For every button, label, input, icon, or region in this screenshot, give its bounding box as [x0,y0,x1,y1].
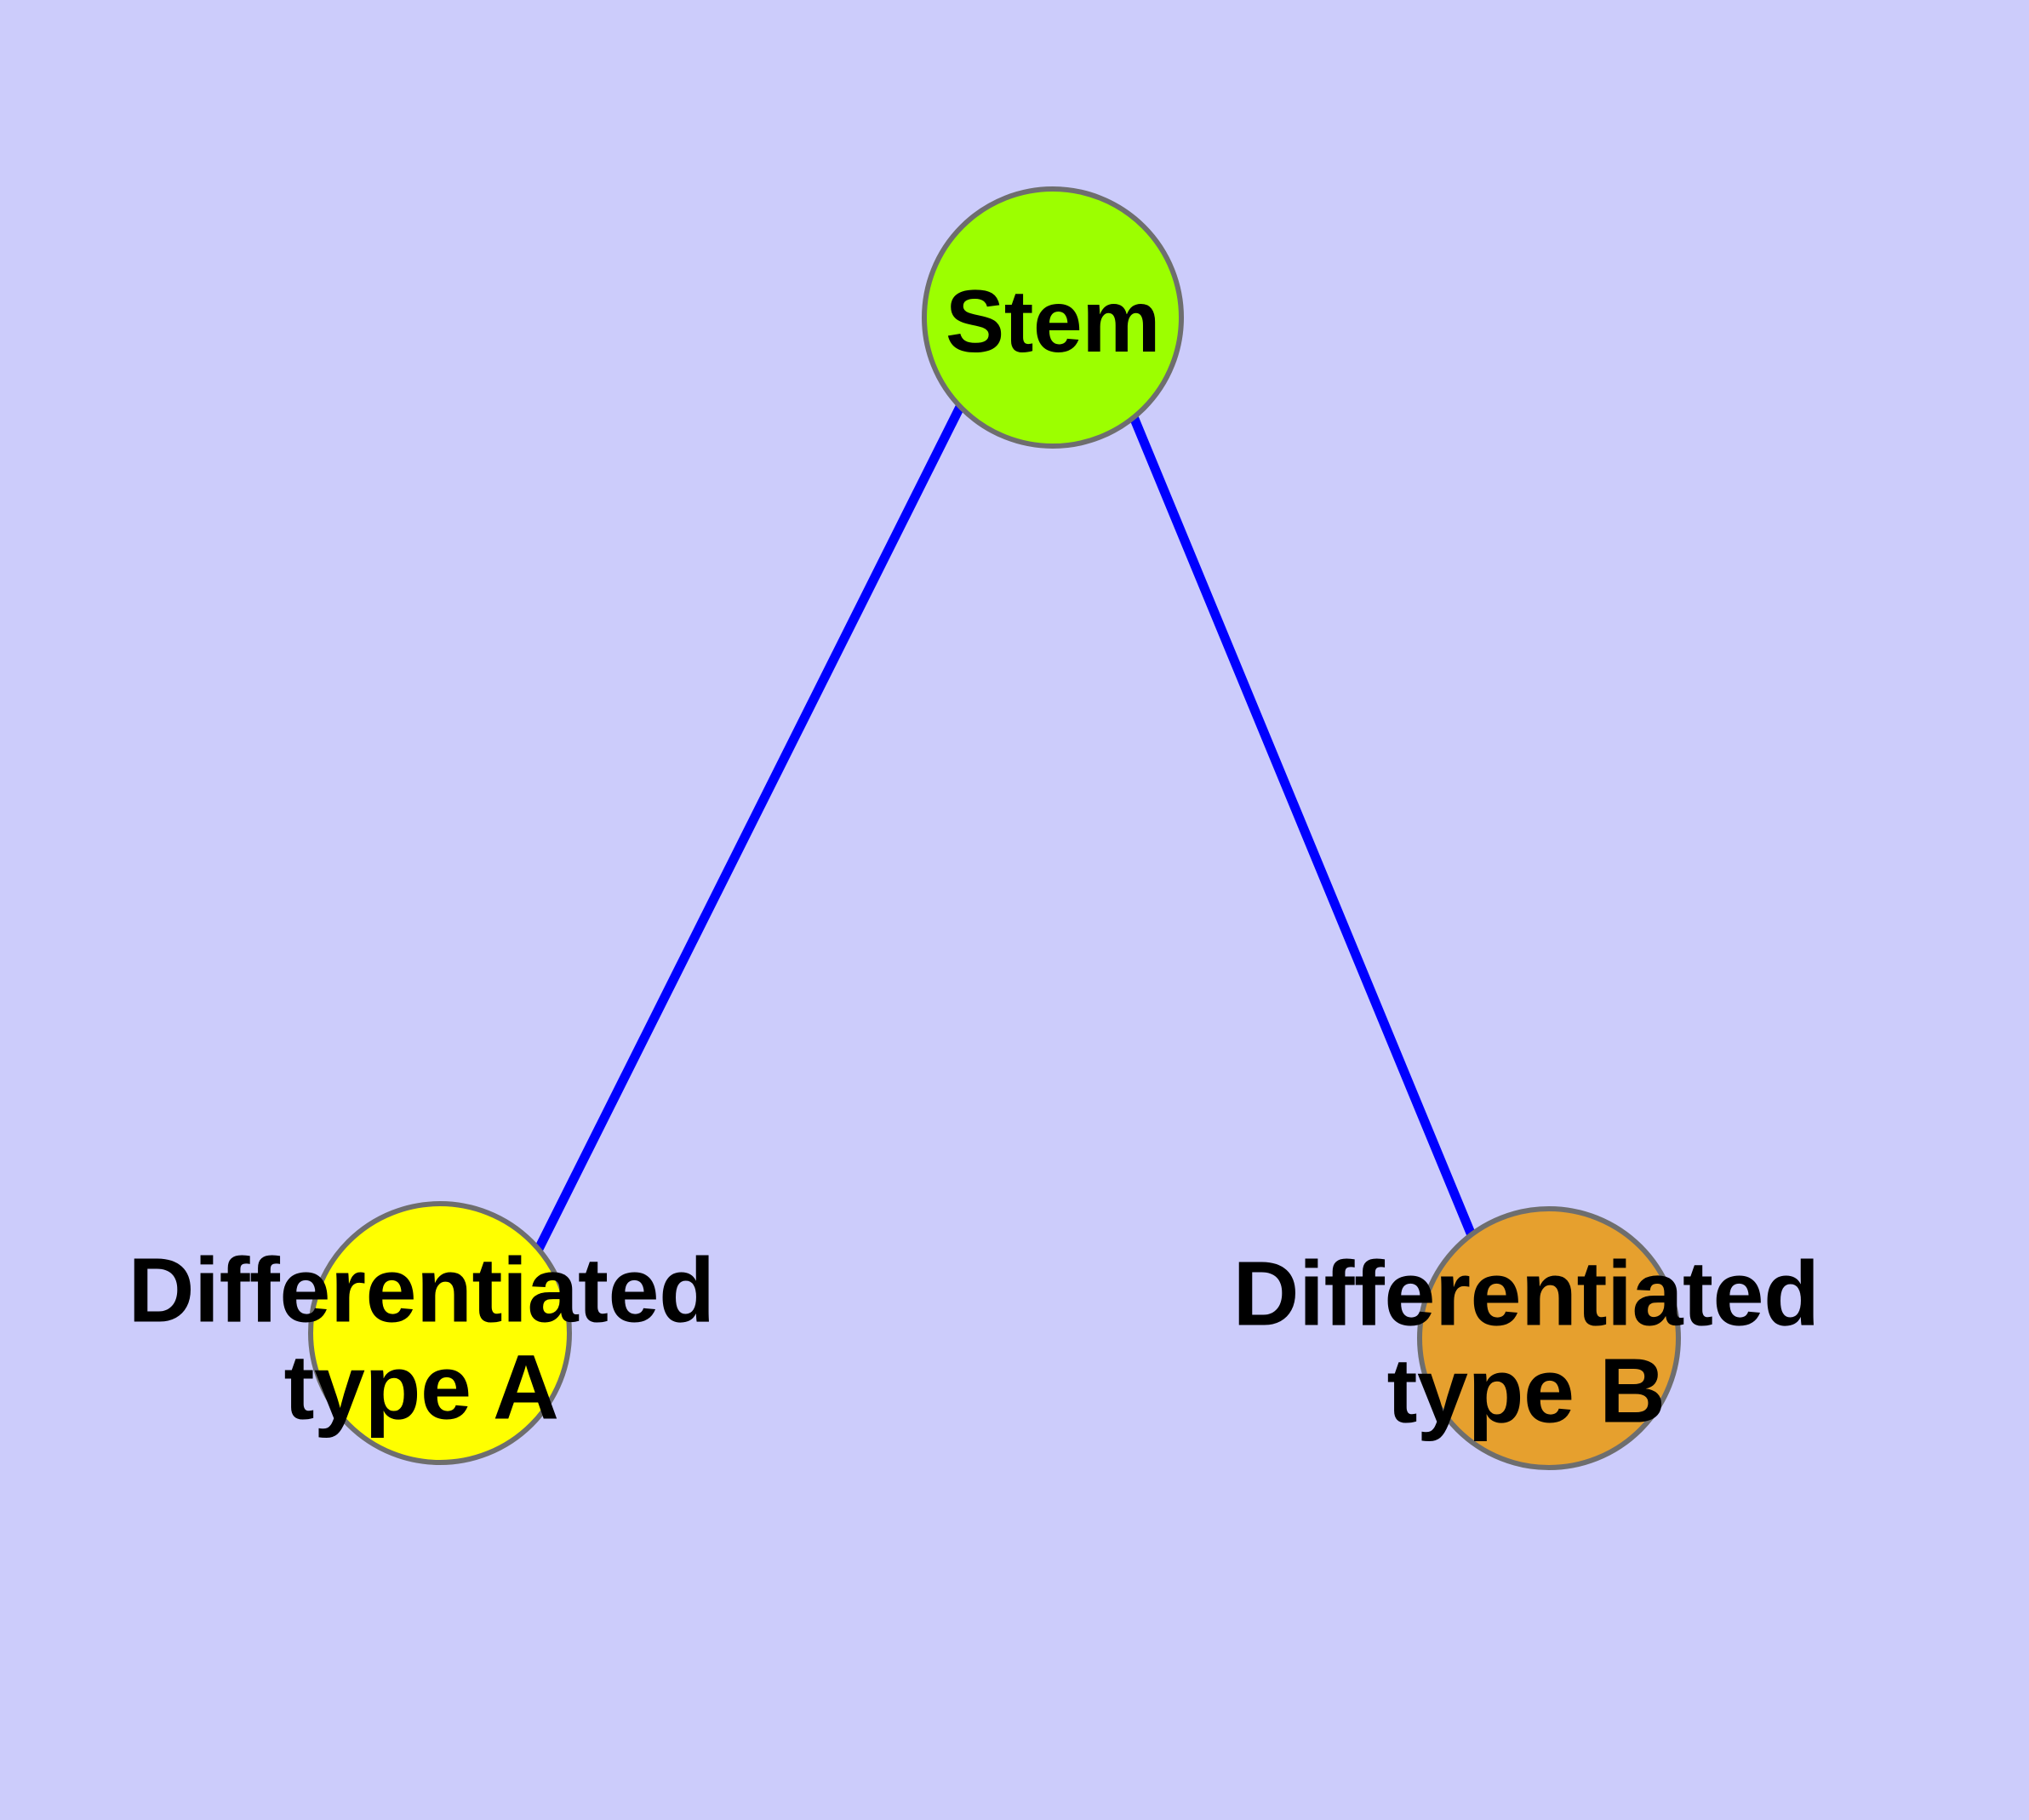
graph-node-diff_a[interactable] [308,1201,572,1465]
graph-edge [1127,410,1477,1238]
graph-node-diff_b[interactable] [1417,1206,1681,1470]
edges-group [533,404,1477,1255]
graph-node-stem[interactable] [922,186,1184,449]
graph-edge [533,404,964,1255]
nodes-group [308,186,1681,1470]
